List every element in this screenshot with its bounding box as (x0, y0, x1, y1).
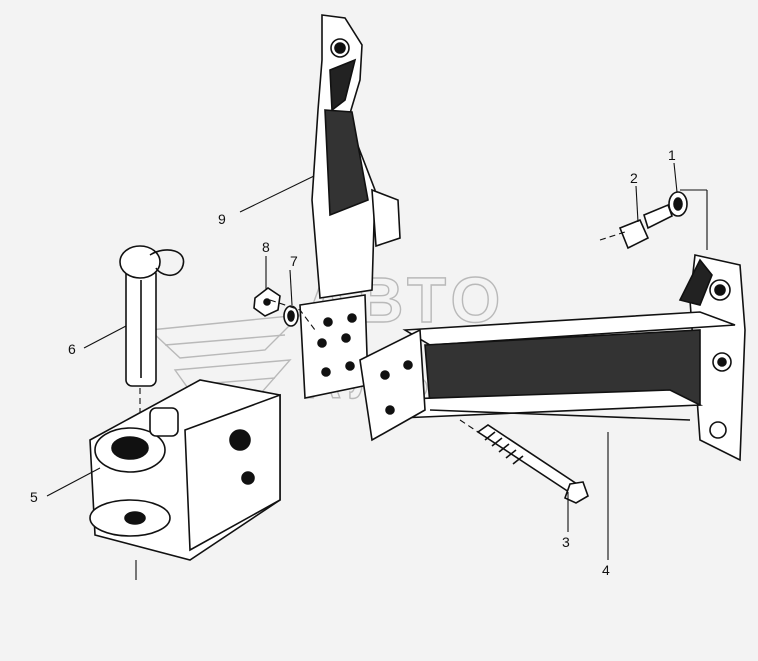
callout-8: 8 (262, 239, 270, 255)
part-1-washer (668, 191, 688, 217)
callout-1: 1 (668, 147, 676, 163)
part-3-bolt (476, 424, 589, 504)
part-7-washer (283, 305, 299, 327)
part-6-pin (119, 245, 185, 387)
callout-6: 6 (68, 341, 76, 357)
leader-lines (46, 162, 708, 580)
part-4-main-bracket (359, 254, 746, 462)
callout-3: 3 (562, 534, 570, 550)
callout-5: 5 (30, 489, 38, 505)
callouts: 1 2 3 4 5 6 7 8 9 (30, 147, 676, 578)
assembly-axes (139, 231, 626, 433)
callout-2: 2 (630, 170, 638, 186)
callout-9: 9 (218, 211, 226, 227)
part-9-upright-bracket (299, 14, 401, 399)
part-8-nut (253, 287, 281, 317)
callout-4: 4 (602, 562, 610, 578)
callout-7: 7 (290, 253, 298, 269)
part-5-clevis-block (89, 379, 281, 561)
part-2-bolt (618, 203, 673, 250)
